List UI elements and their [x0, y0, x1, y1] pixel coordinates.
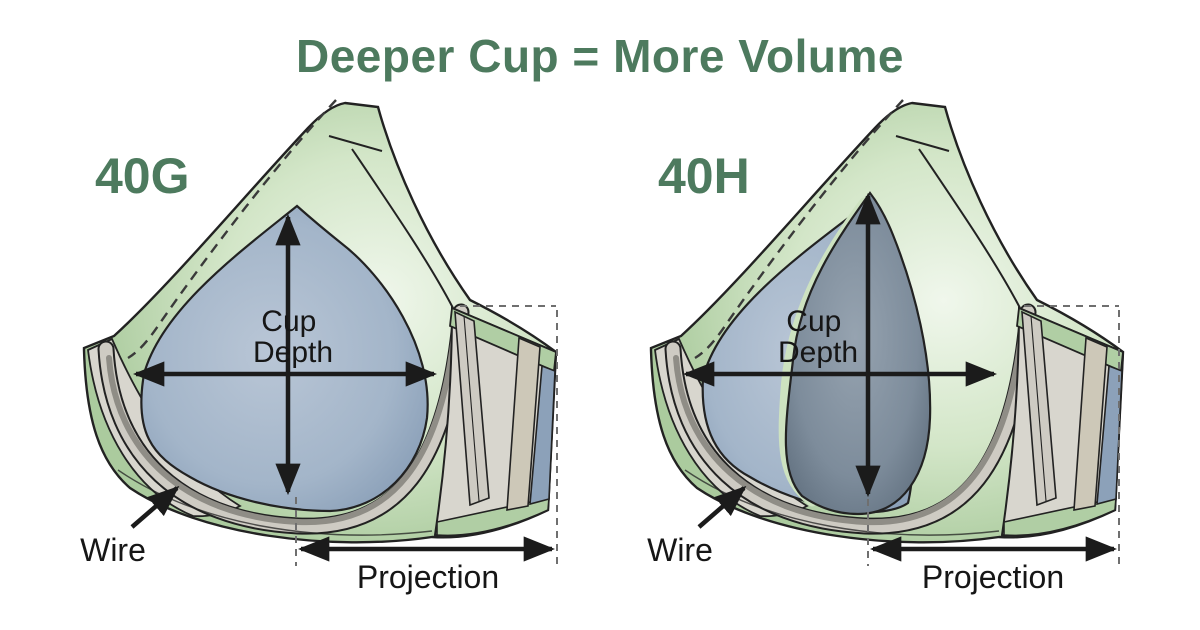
page-title: Deeper Cup = More Volume — [296, 30, 904, 82]
size-label-40h: 40H — [658, 148, 750, 204]
size-label-40g: 40G — [95, 148, 190, 204]
projection-label-40h: Projection — [922, 559, 1064, 595]
diagram-40g: 40G Cup Depth Wire Projection — [80, 100, 557, 595]
wire-label-40g: Wire — [80, 532, 146, 568]
cup-depth-label-40h: Cup Depth — [778, 305, 858, 369]
cup-depth-label-40g: Cup Depth — [253, 305, 333, 369]
wire-pointer-arrow — [697, 485, 747, 529]
projection-label-40g: Projection — [357, 559, 499, 595]
diagram-40h: 40H Cup Depth Wire Projection — [647, 100, 1123, 595]
wire-pointer-arrow — [130, 485, 180, 529]
wire-label-40h: Wire — [647, 532, 713, 568]
